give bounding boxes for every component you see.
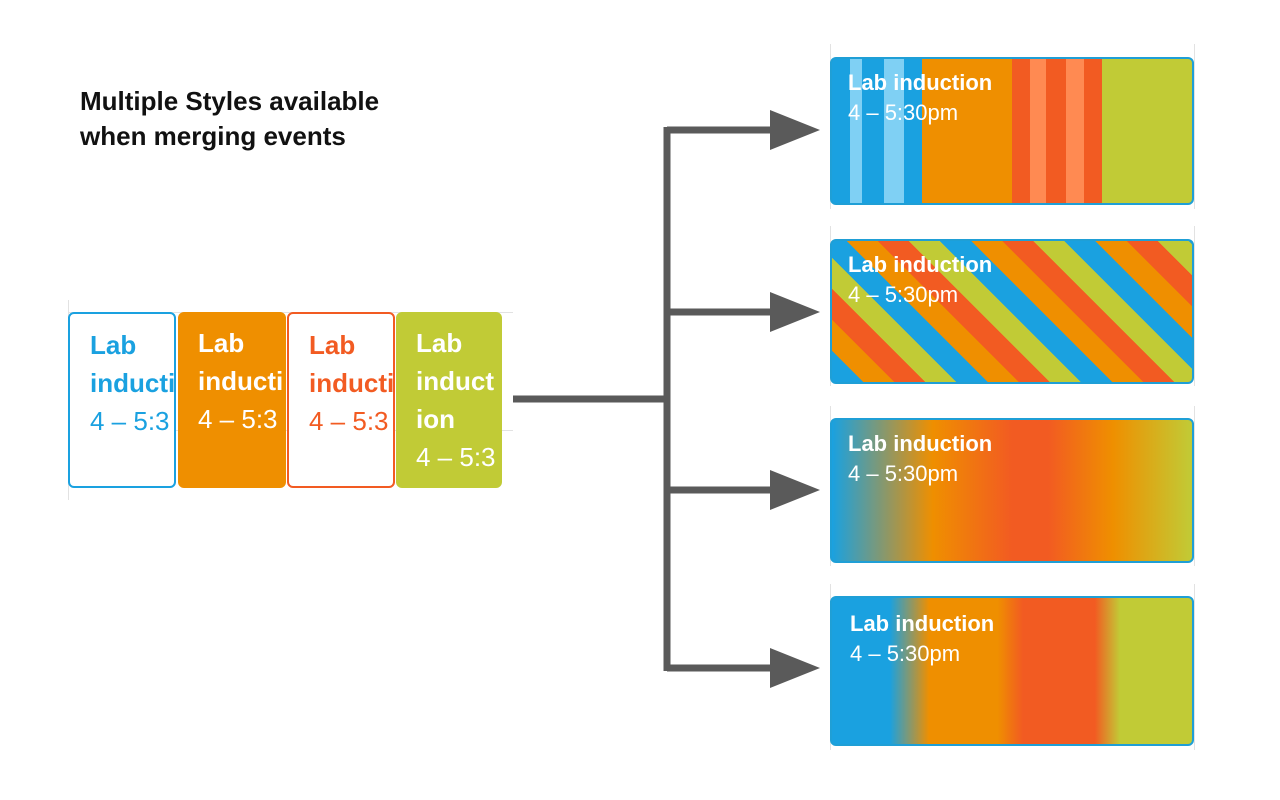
arrowhead-2 — [770, 292, 820, 332]
merged-event-vertical-stripes[interactable]: Lab induction 4 – 5:30pm — [830, 57, 1194, 205]
source-event-blue[interactable]: Lab inducti 4 – 5:3 — [68, 312, 176, 488]
merged-event-time: 4 – 5:30pm — [848, 282, 959, 307]
event-title: Lab — [198, 328, 245, 358]
merged-event-banded-gradient[interactable]: Lab induction 4 – 5:30pm — [830, 596, 1194, 746]
merged-event-title: Lab induction — [848, 70, 993, 95]
merged-event-time: 4 – 5:30pm — [848, 461, 959, 486]
event-title: inducti — [309, 368, 395, 398]
source-event-red[interactable]: Lab inducti 4 – 5:3 — [287, 312, 395, 488]
event-time: 4 – 5:3 — [90, 406, 170, 436]
event-title: Lab — [416, 328, 463, 358]
event-title: Lab — [90, 330, 137, 360]
event-time: 4 – 5:3 — [416, 442, 496, 472]
merged-event-smooth-gradient[interactable]: Lab induction 4 – 5:30pm — [830, 418, 1194, 563]
title-line-1: Multiple Styles available — [80, 86, 380, 116]
grid-line — [1194, 584, 1195, 750]
event-title: ion — [416, 404, 455, 434]
event-title: inducti — [198, 366, 284, 396]
merged-event-time: 4 – 5:30pm — [848, 100, 959, 125]
grid-line — [1194, 406, 1195, 566]
source-event-lime[interactable]: Lab induct ion 4 – 5:3 — [396, 312, 502, 488]
grid-line — [1194, 226, 1195, 386]
grid-line — [1194, 44, 1195, 209]
merged-event-title: Lab induction — [850, 611, 995, 636]
merged-event-title: Lab induction — [848, 431, 993, 456]
event-time: 4 – 5:3 — [309, 406, 389, 436]
event-title: induct — [416, 366, 494, 396]
arrowhead-3 — [770, 470, 820, 510]
arrowhead-1 — [770, 110, 820, 150]
arrowhead-4 — [770, 648, 820, 688]
title-line-2: when merging events — [80, 121, 346, 151]
diagram-title: Multiple Styles available when merging e… — [80, 84, 379, 154]
merged-event-title: Lab induction — [848, 252, 993, 277]
event-title: Lab — [309, 330, 356, 360]
event-time: 4 – 5:3 — [198, 404, 278, 434]
merged-event-time: 4 – 5:30pm — [850, 641, 961, 666]
merged-event-diagonal-stripes[interactable]: Lab induction 4 – 5:30pm — [830, 239, 1194, 384]
source-event-orange[interactable]: Lab inducti 4 – 5:3 — [178, 312, 286, 488]
event-title: inducti — [90, 368, 176, 398]
